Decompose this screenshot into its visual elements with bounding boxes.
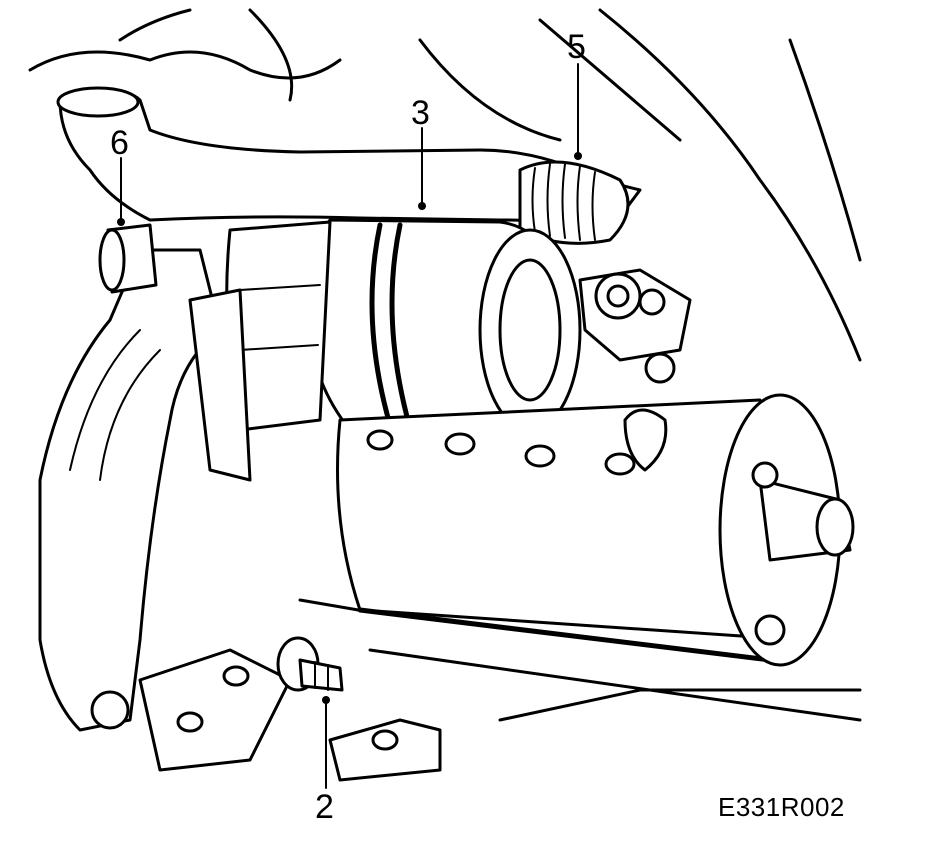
starter-solenoid <box>308 218 582 432</box>
callout-3: 3 <box>411 94 430 132</box>
bolt-6 <box>98 223 158 294</box>
ribbed-hose <box>518 160 630 245</box>
starter-rear-housing <box>188 220 332 482</box>
lower-panels <box>138 598 862 782</box>
mounting-bracket <box>38 248 222 732</box>
callout-6: 6 <box>110 124 129 162</box>
engine-block-outline <box>28 8 862 362</box>
starter-motor-body <box>336 398 802 663</box>
callout-2: 2 <box>315 788 334 826</box>
starter-end-cap <box>718 393 855 667</box>
terminal-nuts <box>578 268 692 472</box>
leader-lines <box>117 63 582 789</box>
bolt-2 <box>276 636 344 692</box>
figure-code: E331R002 <box>718 792 845 822</box>
callout-5: 5 <box>567 28 586 66</box>
